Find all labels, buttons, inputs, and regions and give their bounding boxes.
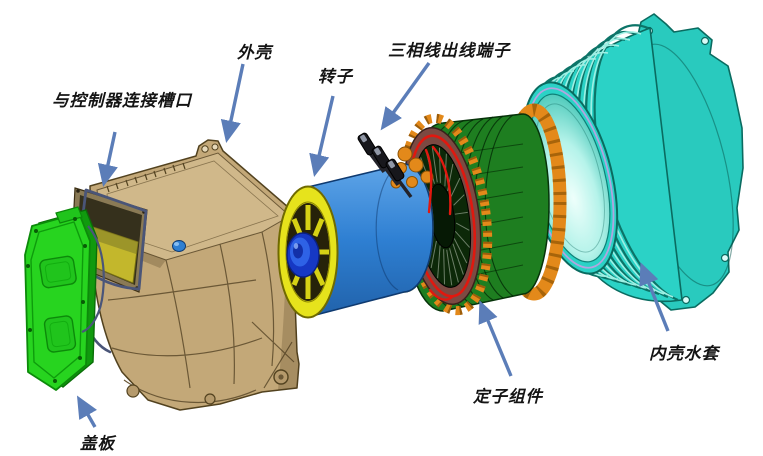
phase-terminal-lug-3 bbox=[385, 158, 405, 182]
cover-plate-recess-1 bbox=[39, 255, 77, 289]
arrow-controller-slot bbox=[97, 131, 118, 187]
label-controller-slot: 与控制器连接槽口 bbox=[52, 91, 192, 110]
phase-terminal-lug-1 bbox=[357, 132, 377, 156]
leader-arrows bbox=[76, 62, 670, 428]
label-rotor: 转子 bbox=[318, 67, 353, 86]
arrow-water-jacket bbox=[639, 262, 670, 332]
cover-plate-top-tab bbox=[55, 206, 83, 224]
label-terminals: 三相线出线端子 bbox=[388, 41, 511, 60]
arrow-cover-plate bbox=[76, 395, 97, 428]
arrow-terminals bbox=[380, 62, 431, 131]
terminal-lugs-part bbox=[357, 132, 454, 301]
cover-plate-part bbox=[24, 206, 105, 391]
housing-blue-bolt bbox=[172, 240, 186, 252]
arrow-rotor bbox=[309, 95, 335, 177]
terminal-stems bbox=[367, 150, 413, 199]
cover-plate-recess-2 bbox=[43, 315, 77, 353]
red-lead-wires bbox=[424, 145, 454, 301]
arrow-stator bbox=[478, 300, 513, 377]
housing-ribs bbox=[107, 231, 295, 404]
arrow-housing bbox=[220, 63, 245, 143]
cover-plate-seal-loop bbox=[81, 225, 105, 334]
housing-part bbox=[70, 139, 312, 411]
label-water-jacket: 内壳水套 bbox=[649, 344, 719, 363]
label-housing: 外壳 bbox=[237, 43, 272, 62]
cover-plate-screws bbox=[26, 217, 87, 383]
rotor-part bbox=[277, 163, 434, 319]
label-cover-plate: 盖板 bbox=[80, 434, 115, 453]
label-stator: 定子组件 bbox=[473, 387, 543, 406]
